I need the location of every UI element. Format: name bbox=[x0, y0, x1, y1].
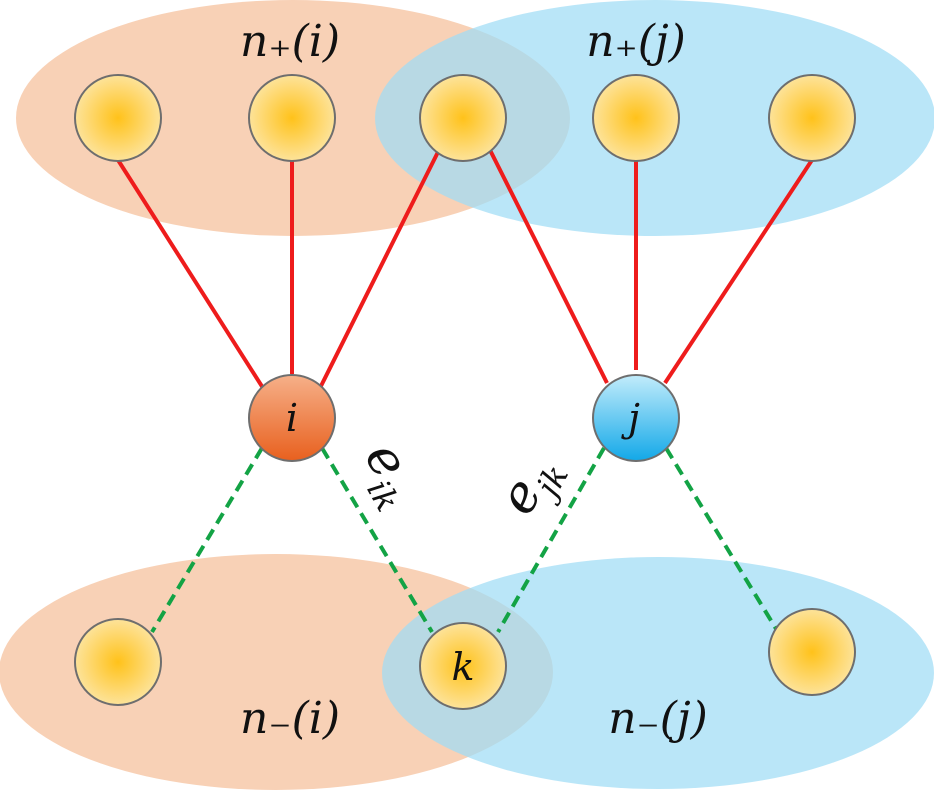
node bbox=[419, 74, 507, 162]
label-positive-neighbors-i: n₊(i) bbox=[240, 16, 340, 67]
node-j bbox=[592, 374, 680, 462]
negative-edge bbox=[150, 446, 264, 634]
node bbox=[74, 74, 162, 162]
negative-edge-jk bbox=[496, 447, 606, 633]
label-negative-neighbors-j: n₋(j) bbox=[608, 693, 708, 744]
node-k bbox=[419, 622, 507, 710]
label-positive-neighbors-j: n₊(j) bbox=[586, 16, 686, 67]
negative-neighbors-i-region bbox=[0, 554, 553, 790]
node bbox=[248, 74, 336, 162]
node bbox=[768, 74, 856, 162]
node bbox=[592, 74, 680, 162]
node-i bbox=[248, 374, 336, 462]
positive-edge bbox=[663, 158, 814, 385]
positive-edge bbox=[116, 158, 265, 390]
positive-edge bbox=[488, 149, 609, 384]
node-k-label: k bbox=[451, 645, 474, 689]
negative-edge bbox=[664, 446, 780, 634]
label-negative-neighbors-i: n₋(i) bbox=[240, 693, 340, 744]
node-i-label: i bbox=[286, 396, 298, 440]
node bbox=[74, 618, 162, 706]
node bbox=[768, 608, 856, 696]
negative-edge-ik bbox=[320, 446, 434, 634]
positive-edge bbox=[318, 151, 440, 389]
